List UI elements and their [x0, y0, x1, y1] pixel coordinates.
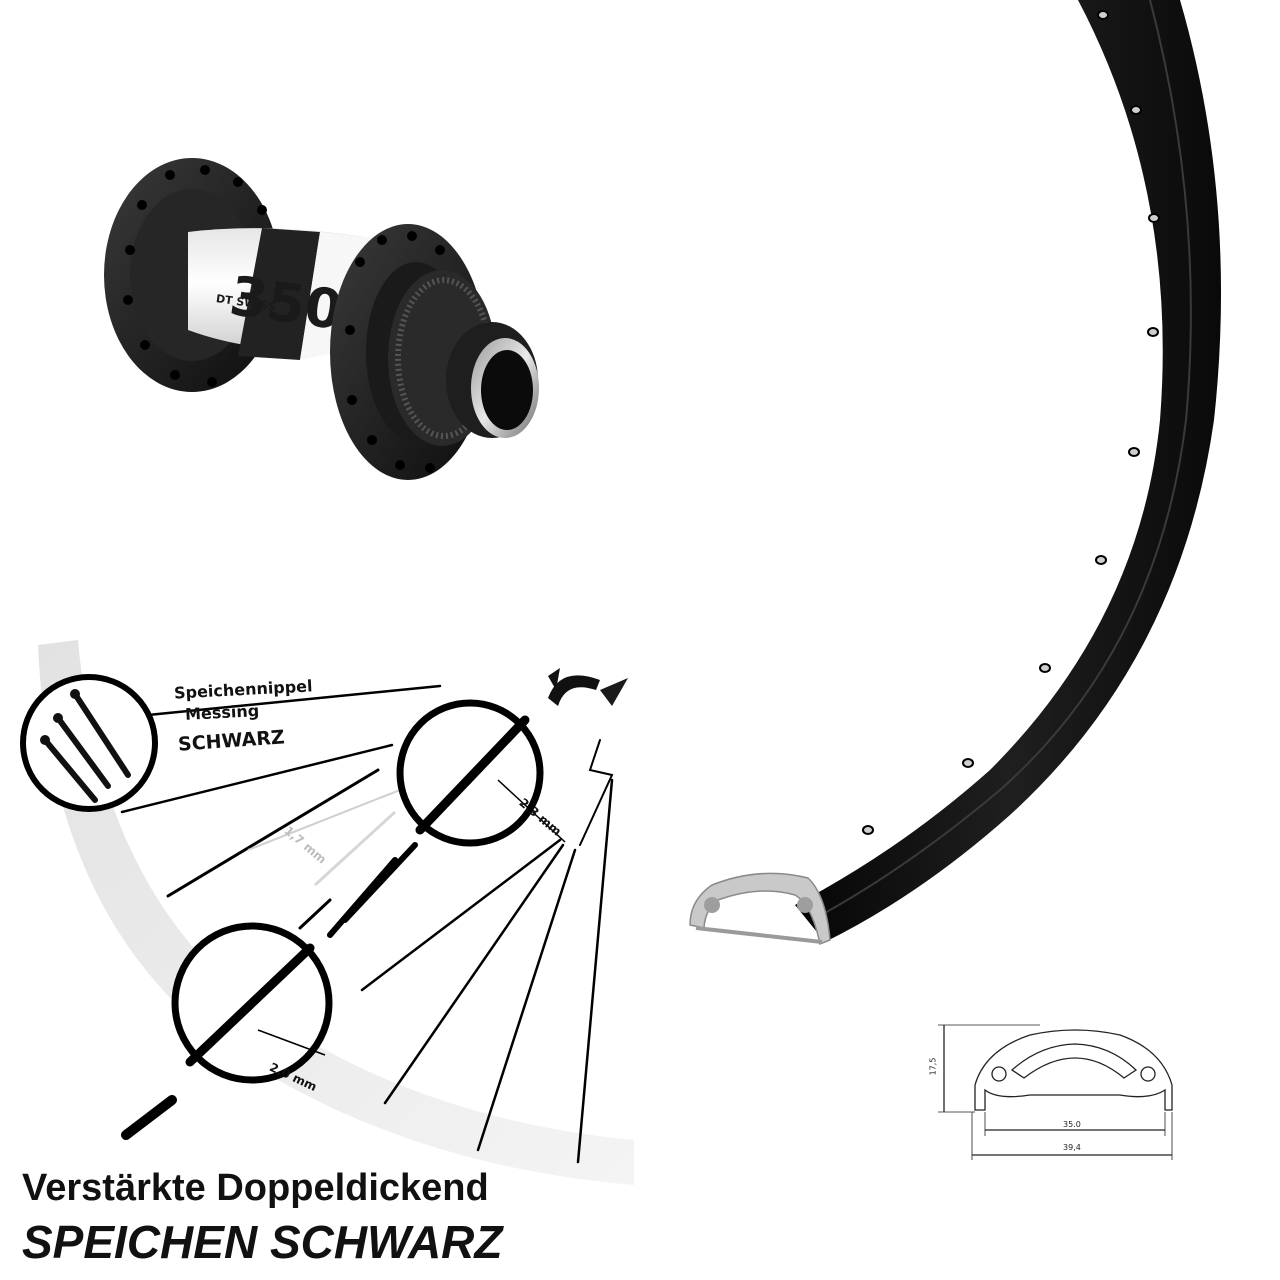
rim-outer-width-label: 39,4	[1063, 1143, 1081, 1152]
rim-arc	[795, 0, 1222, 942]
nipple-arrow-icon	[548, 668, 628, 706]
rim-spoke-holes	[862, 10, 1160, 835]
nipple-label-line2: Messing	[184, 701, 260, 724]
headline-reinforced: Verstärkte Doppeldickend	[22, 1167, 489, 1209]
hub-model-number: 350	[226, 264, 346, 342]
rim-inner-width-label: 35.0	[1063, 1120, 1081, 1129]
wheel-arc-band	[38, 640, 634, 1185]
spoke-detail-circle-bottom	[171, 922, 333, 1084]
rim-profile-outline	[974, 1029, 1173, 1111]
spoke-lines	[120, 684, 614, 1164]
nipple-detail-circle	[20, 674, 158, 812]
spoke-detail-circle-top	[396, 699, 566, 847]
hub-spoke-holes	[123, 165, 445, 473]
rim-cross-section	[689, 872, 831, 946]
headline-spokes-black: SPEICHEN SCHWARZ	[22, 1216, 503, 1268]
hub-shell	[188, 228, 372, 360]
hub-axle-end	[446, 322, 539, 438]
